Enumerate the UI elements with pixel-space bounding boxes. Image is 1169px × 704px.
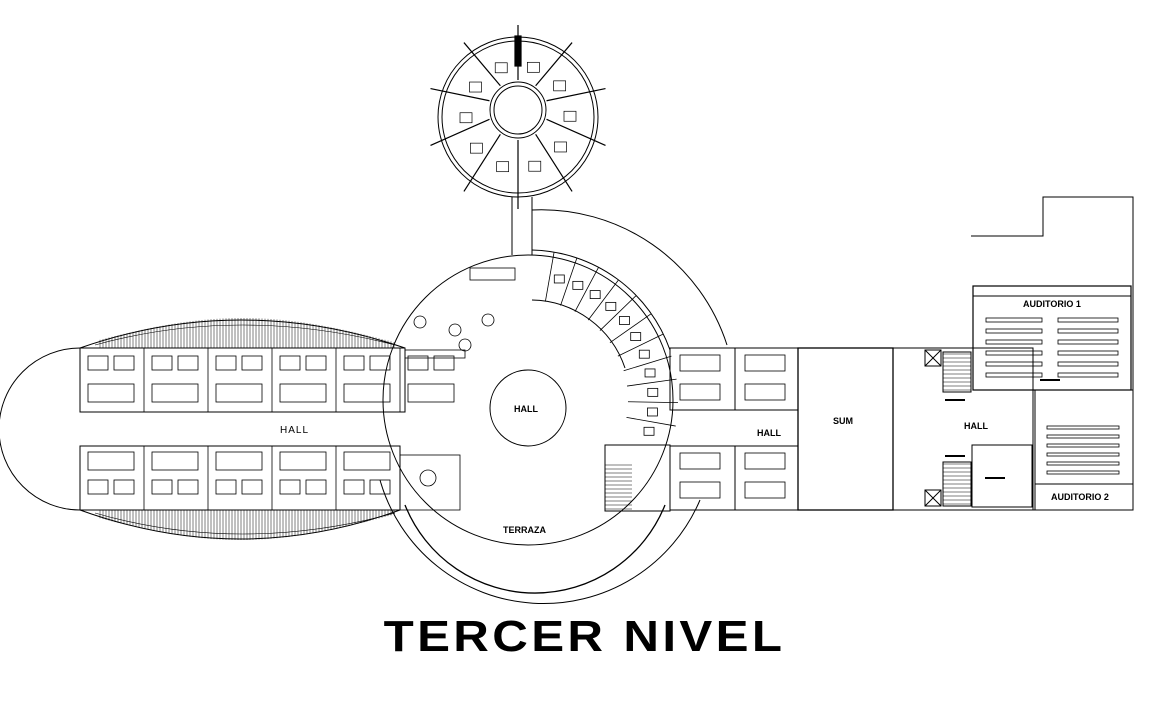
round-tower (430, 25, 606, 255)
label-hall-right: HALL (964, 421, 988, 431)
label-hall-corridor: HALL (757, 428, 781, 438)
auditorium-block (971, 196, 1134, 511)
sum-room (797, 347, 894, 511)
label-auditorio-2: AUDITORIO 2 (1051, 492, 1109, 502)
label-sum: SUM (833, 416, 853, 426)
plan-title: TERCER NIVEL (383, 612, 786, 661)
outer-arc (531, 209, 728, 346)
right-block (892, 347, 1034, 511)
central-circle (382, 249, 678, 546)
terrace-arc (379, 479, 701, 604)
label-auditorio-1: AUDITORIO 1 (1023, 299, 1081, 309)
label-hall-center: HALL (514, 404, 538, 414)
label-hall-left: HALL (280, 425, 309, 436)
label-terraza: TERRAZA (503, 525, 546, 535)
left-wing (0, 318, 455, 540)
